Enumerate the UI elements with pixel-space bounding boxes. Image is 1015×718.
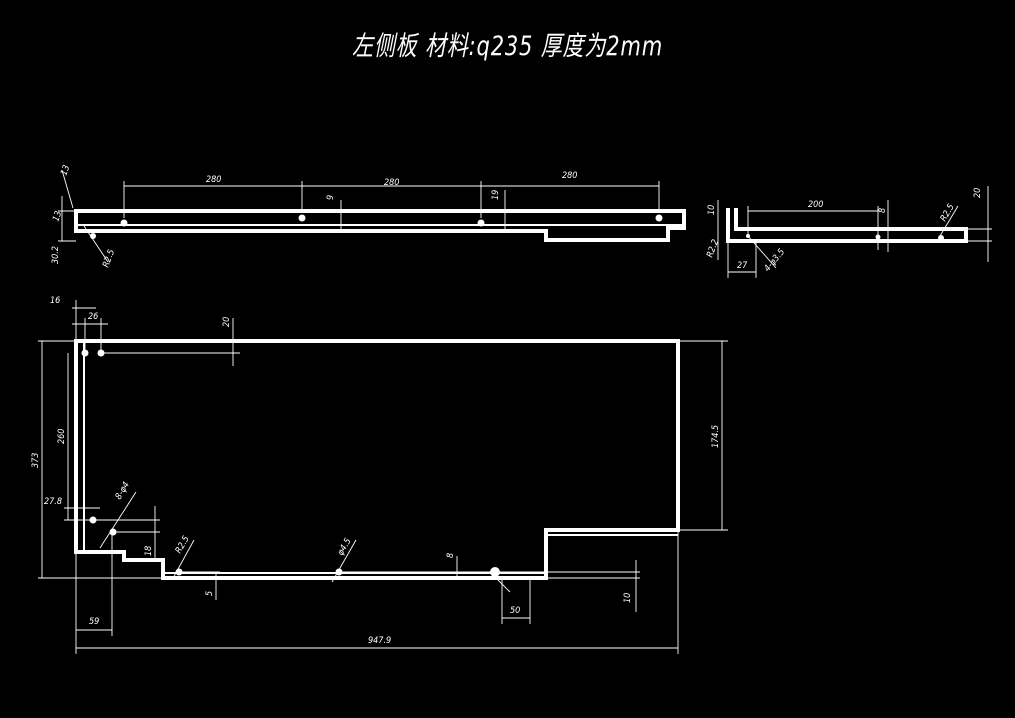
dim-text: 947.9 [368, 636, 391, 646]
top-hole [477, 219, 485, 227]
dim-text: 280 [384, 178, 399, 188]
leader-line [61, 169, 74, 209]
dim-text: 8-φ4 [114, 480, 132, 501]
dim-text: 5 [205, 591, 215, 596]
leader-line [171, 539, 195, 581]
drawing-title: 左侧板 材料:q235 厚度为2mm [351, 31, 664, 62]
leader-line [939, 205, 959, 237]
top-hole [298, 214, 306, 222]
dim-text: 280 [562, 171, 577, 181]
leader-line [331, 539, 357, 583]
dim-text: 20 [973, 188, 983, 198]
leader-line [99, 491, 137, 549]
dim-text: 373 [31, 453, 41, 468]
top-hole [655, 214, 663, 222]
dim-text: 13 [59, 164, 72, 177]
leader-line [489, 571, 511, 593]
dim-text: 27 [737, 261, 748, 271]
dim-text: 59 [89, 617, 99, 627]
dim-text: 19 [491, 190, 501, 200]
dim-text: R2.5 [174, 534, 192, 555]
top-view: 280 280 280 9 19 13 13 30.2 R2.5 [51, 164, 686, 269]
dim-text: 26 [88, 312, 98, 322]
side-hole [938, 235, 944, 241]
dim-text: 8 [446, 553, 456, 558]
dim-text: 30.2 [51, 246, 61, 264]
leader-line [747, 235, 777, 269]
dim-text: 50 [510, 606, 520, 616]
front-view-outline [74, 339, 680, 580]
dim-text: 10 [623, 593, 633, 603]
dim-text: 16 [50, 296, 60, 306]
dim-text: 260 [57, 429, 67, 444]
front-view: 16 26 20 373 260 27.8 8-φ4 18 R2.5 φ4.5 … [31, 296, 728, 654]
dim-text: 174.5 [711, 425, 721, 448]
side-view: 200 10 8 20 R2.5 27 R2.2 4-φ3.5 [705, 186, 992, 278]
dim-text: R2.5 [101, 248, 117, 269]
leader-line [83, 225, 109, 263]
top-view-outline [74, 209, 686, 242]
dim-text: 4-φ3.5 [763, 247, 788, 274]
dim-text: 200 [808, 200, 823, 210]
top-hole [120, 219, 128, 227]
dim-text: 10 [707, 205, 717, 215]
dim-text: R2.2 [705, 238, 721, 259]
dim-text: 20 [222, 317, 232, 327]
side-view-outline [726, 208, 968, 243]
dim-text: 9 [326, 195, 336, 200]
dim-text: 13 [51, 210, 64, 223]
dim-text: 8 [878, 208, 888, 213]
dim-text: φ4.5 [336, 537, 354, 558]
dim-text: 280 [206, 175, 221, 185]
dim-text: 27.8 [44, 497, 62, 507]
dim-text: 18 [144, 546, 154, 556]
